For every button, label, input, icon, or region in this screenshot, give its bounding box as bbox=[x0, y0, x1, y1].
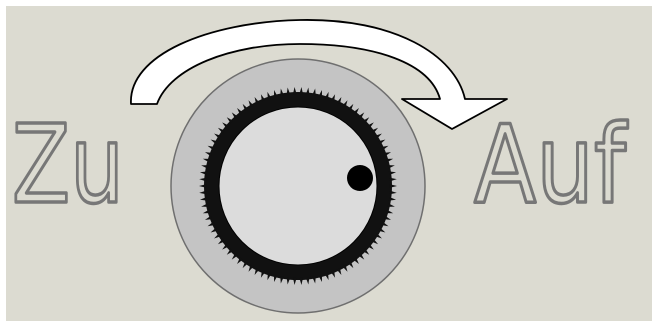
label-open: Auf bbox=[474, 103, 629, 228]
label-closed: Zu bbox=[12, 103, 124, 228]
position-dot-icon bbox=[347, 165, 373, 191]
rotary-knob-icon bbox=[171, 59, 425, 313]
